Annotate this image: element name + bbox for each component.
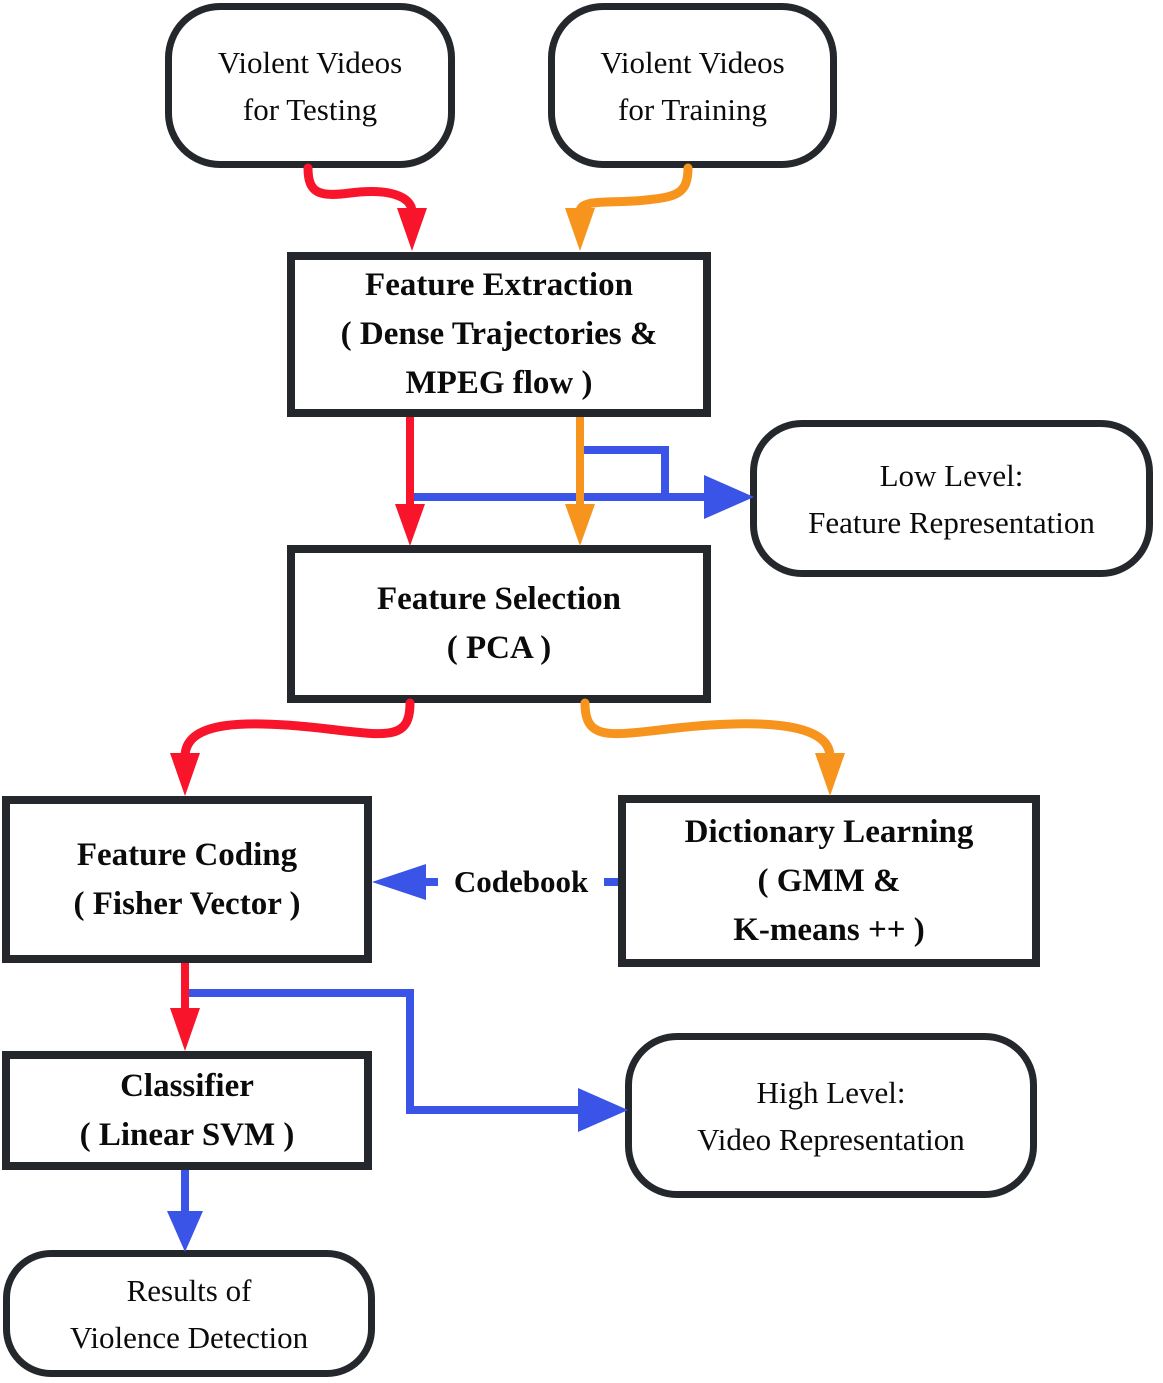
node-label-line: Violence Detection (69, 1319, 309, 1355)
edge-selection-to-coding (170, 698, 415, 796)
edge-testing-to-extraction (303, 163, 427, 251)
node-label-line: Feature Extraction (365, 267, 633, 303)
edge-extraction-to-selection-test (395, 417, 425, 546)
node-label-line: for Training (618, 91, 767, 127)
node-label-line: ( GMM & (757, 862, 901, 899)
edge-extraction-to-selection-train (565, 417, 595, 546)
node-results: Results of Violence Detection (3, 1250, 375, 1377)
node-label-line: ( Dense Trajectories & (340, 316, 658, 352)
node-label-line: Results of (126, 1272, 252, 1308)
node-label-line: MPEG flow ) (405, 365, 593, 401)
node-low-level-representation: Low Level: Feature Representation (750, 420, 1153, 577)
node-feature-coding: Feature Coding ( Fisher Vector ) (2, 796, 372, 963)
node-label-line: K-means ++ ) (733, 911, 925, 948)
node-label-line: ( PCA ) (446, 630, 552, 666)
node-label-line: ( Fisher Vector ) (73, 885, 301, 922)
node-label-line: Video Representation (697, 1121, 965, 1157)
node-label-line: Violent Videos (600, 44, 785, 80)
edge-classifier-to-results (167, 1170, 203, 1252)
node-feature-selection: Feature Selection ( PCA ) (287, 545, 711, 703)
node-label-line: Feature Representation (808, 504, 1095, 540)
node-label-line: Low Level: (879, 457, 1024, 493)
node-violent-videos-training: Violent Videos for Training (548, 3, 837, 168)
node-label-line: Classifier (120, 1067, 254, 1104)
node-dictionary-learning: Dictionary Learning ( GMM & K-means ++ ) (618, 795, 1040, 967)
node-label-line: ( Linear SVM ) (79, 1116, 295, 1153)
node-label-line: Feature Coding (76, 836, 298, 873)
edge-selection-to-dictionary (580, 698, 845, 796)
node-label-line: Feature Selection (376, 581, 622, 617)
node-label-line: Violent Videos (217, 44, 403, 80)
edge-training-to-extraction (565, 163, 693, 251)
node-classifier: Classifier ( Linear SVM ) (2, 1051, 372, 1170)
node-label-line: High Level: (756, 1074, 906, 1110)
node-label-line: Dictionary Learning (684, 813, 974, 850)
node-feature-extraction: Feature Extraction ( Dense Trajectories … (287, 252, 711, 417)
node-high-level-representation: High Level: Video Representation (625, 1033, 1037, 1198)
edge-extraction-to-low-level (406, 446, 754, 519)
node-label-line: for Testing (242, 91, 378, 127)
edge-coding-to-classifier (170, 963, 200, 1051)
codebook-edge-label: Codebook (438, 858, 604, 906)
node-violent-videos-testing: Violent Videos for Testing (165, 3, 455, 168)
